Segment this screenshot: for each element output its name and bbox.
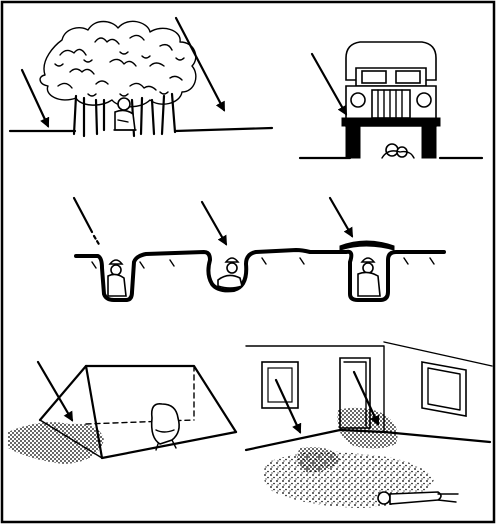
truck-wheel-left xyxy=(346,126,360,158)
truck-grill xyxy=(372,90,410,118)
truck-windshield-right xyxy=(396,71,420,83)
truck-windshield-left xyxy=(362,71,386,83)
truck-headlight-right xyxy=(417,93,431,107)
truck-wheel-right xyxy=(422,126,436,158)
window-left xyxy=(262,362,298,408)
window-right xyxy=(422,362,466,416)
truck-bumper xyxy=(342,118,440,126)
truck-headlight-left xyxy=(351,93,365,107)
